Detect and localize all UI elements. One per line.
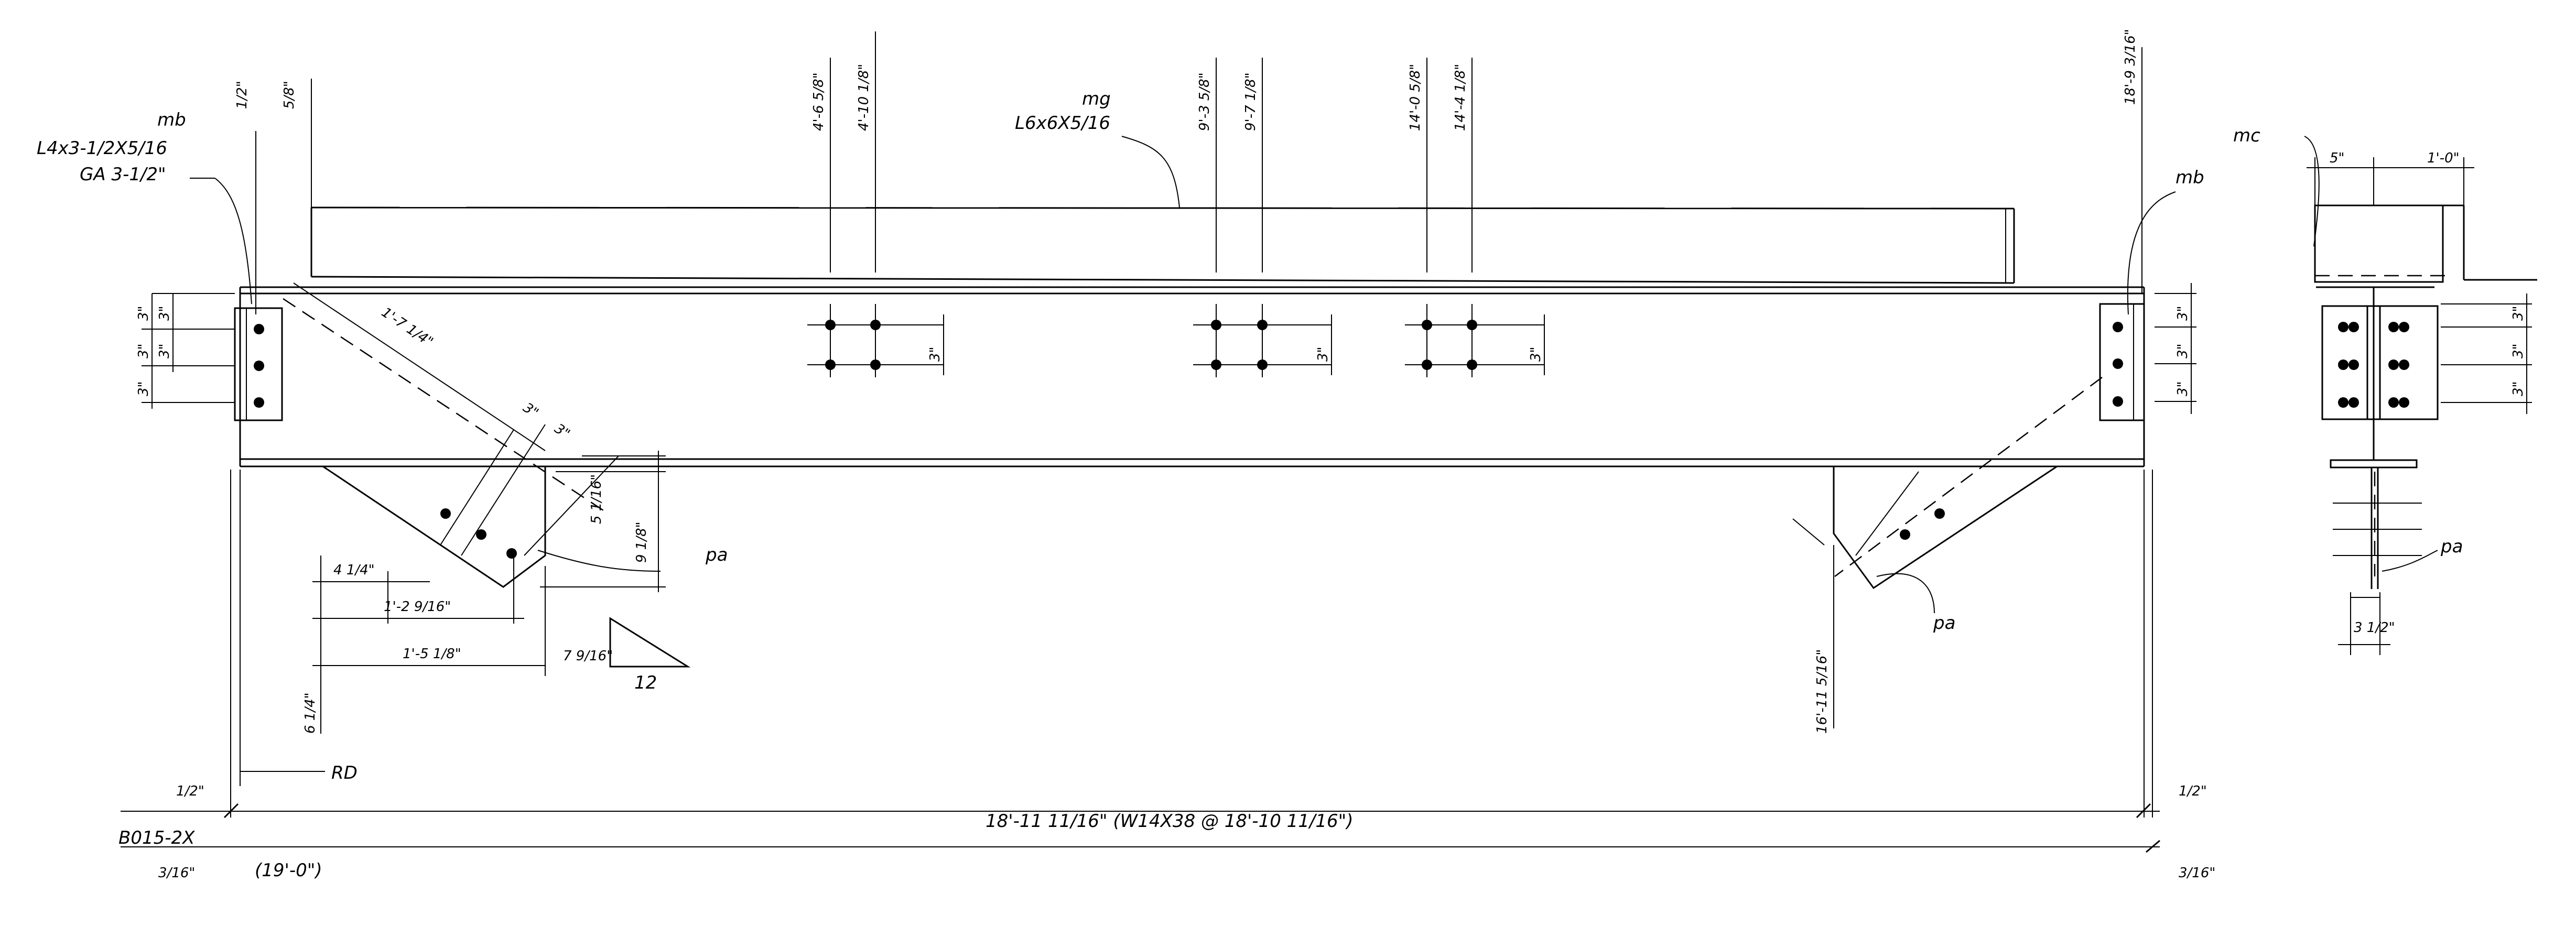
bevel-run-label: 12 — [634, 672, 657, 693]
mc-label: mc — [2233, 125, 2260, 146]
left-vertical-dims — [142, 283, 2196, 414]
dim-top-6: 9'-7 1/8" — [1243, 72, 1259, 131]
left-connection-angle — [234, 307, 283, 421]
dim-plate-4: 4 1/4" — [333, 562, 375, 578]
mb-right-leader — [2127, 191, 2176, 315]
mb-right-label: mb — [2175, 167, 2204, 188]
dim-left-6: 6 1/4" — [302, 692, 318, 734]
dim-right-v3: 3" — [2175, 381, 2191, 396]
top-angle — [310, 206, 2015, 284]
angle-left-label: L4x3-1/2X5/16 — [37, 138, 167, 159]
dim-left-v5: 3" — [136, 381, 151, 396]
dim-top-1: 1/2" — [234, 81, 250, 109]
dim-sec-10: 1'-0" — [2427, 150, 2460, 166]
rd-label: RD — [331, 762, 358, 783]
mb-left-leader — [190, 178, 252, 304]
main-beam — [239, 286, 2145, 467]
dim-brace-9: 9 1/8" — [634, 521, 650, 563]
dim-brace-g2: 3" — [551, 421, 572, 442]
dim-left-v1: 3" — [136, 306, 151, 321]
mb-left-label: mb — [157, 110, 186, 130]
dim-mid-v2: 3" — [1315, 346, 1331, 362]
dim-left-v2: 3" — [157, 306, 172, 321]
overall-dimension-lines — [121, 470, 2160, 853]
dim-right-316: 3/16" — [2179, 865, 2215, 881]
dim-sec-v2: 3" — [2510, 343, 2526, 358]
dim-right-v1: 3" — [2175, 306, 2191, 321]
right-connection-angle — [2099, 303, 2145, 421]
mark-label: B015-2X — [118, 827, 195, 848]
dim-brace-len: 1'-7 1/4" — [378, 304, 436, 350]
dim-mid-v3: 3" — [1528, 346, 1544, 362]
mg-label: mg — [1082, 89, 1111, 110]
brace-centerlines — [283, 298, 2103, 578]
dim-brace-g1: 3" — [520, 400, 541, 421]
dim-overall-ref: (19'-0") — [255, 860, 322, 881]
dim-sec-5: 5" — [2330, 150, 2345, 166]
dim-plate-12: 1'-2 9/16" — [384, 599, 451, 615]
dim-top-3: 4'-6 5/8" — [811, 72, 827, 131]
section-view — [2304, 136, 2537, 655]
dim-right-brace: 16'-11 5/16" — [1814, 649, 1830, 734]
dim-sec-3: 3 1/2" — [2354, 620, 2395, 636]
dim-overall: 18'-11 11/16" (W14X38 @ 18'-10 11/16") — [986, 811, 1354, 832]
top-extension-lines — [255, 47, 2142, 314]
dim-left-316: 3/16" — [158, 865, 195, 881]
dim-right-half: 1/2" — [2179, 783, 2207, 799]
dim-top-4: 4'-10 1/8" — [856, 64, 872, 131]
dim-top-5: 9'-3 5/8" — [1197, 72, 1213, 131]
bevel-symbol — [609, 617, 691, 668]
left-gusset-plate — [293, 282, 666, 734]
dim-right-v2: 3" — [2175, 343, 2191, 358]
pa-left-label: pa — [705, 544, 728, 565]
gage-left-label: GA 3-1/2" — [80, 164, 166, 185]
dim-top-2: 5/8" — [282, 81, 297, 109]
dim-bevel-rise: 7 9/16" — [563, 648, 613, 664]
mg-leader — [1121, 136, 1180, 208]
dim-mid-v1: 3" — [927, 346, 943, 362]
dim-left-v3: 3" — [136, 343, 151, 358]
dim-sec-v1: 3" — [2510, 306, 2526, 321]
dim-plate-15: 1'-5 1/8" — [403, 646, 461, 662]
right-gusset-plate — [1792, 465, 2058, 728]
dim-brace-5: 5 1/16" — [589, 474, 604, 524]
web-bolt-groups — [807, 31, 1545, 377]
dim-left-v4: 3" — [157, 343, 172, 358]
dim-sec-v3: 3" — [2510, 381, 2526, 396]
dim-top-7: 14'-0 5/8" — [1408, 64, 1423, 131]
pa-right-label: pa — [2440, 536, 2463, 557]
dim-top-8: 14'-4 1/8" — [1453, 64, 1468, 131]
dim-top-9: 18'-9 3/16" — [2123, 29, 2138, 105]
angle-top-label: L6x6X5/16 — [1015, 113, 1110, 134]
dim-left-half: 1/2" — [176, 783, 204, 799]
pa-mid-label: pa — [1933, 613, 1955, 634]
